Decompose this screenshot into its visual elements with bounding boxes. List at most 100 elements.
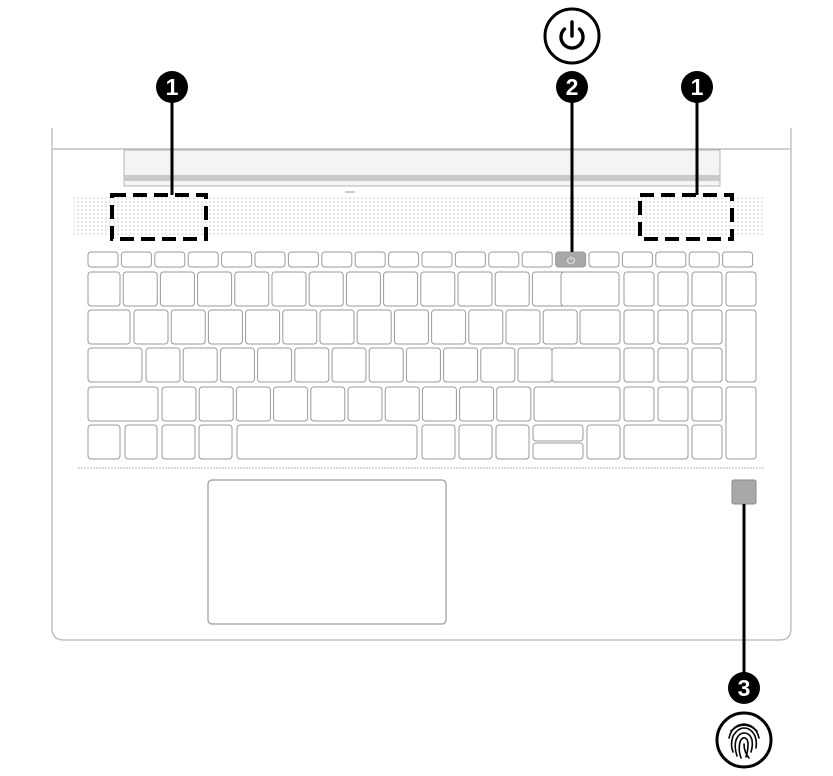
key[interactable] <box>480 347 516 383</box>
key[interactable] <box>517 347 553 383</box>
key[interactable] <box>182 347 218 383</box>
numpad-key[interactable] <box>691 347 723 383</box>
key[interactable] <box>542 309 578 345</box>
key[interactable] <box>310 386 346 422</box>
touchpad[interactable] <box>207 479 447 625</box>
key[interactable] <box>273 386 309 422</box>
key[interactable] <box>345 271 381 307</box>
function-key[interactable] <box>321 251 353 268</box>
key[interactable] <box>122 271 158 307</box>
key[interactable] <box>505 309 541 345</box>
function-key[interactable] <box>254 251 286 268</box>
enter-key[interactable] <box>551 347 621 383</box>
fn-key[interactable] <box>124 424 158 460</box>
key[interactable] <box>331 347 367 383</box>
key[interactable] <box>405 347 441 383</box>
key[interactable] <box>133 309 169 345</box>
key[interactable] <box>219 347 255 383</box>
numpad-key[interactable] <box>691 309 723 345</box>
key[interactable] <box>197 271 233 307</box>
key[interactable] <box>431 309 467 345</box>
function-key[interactable] <box>655 251 687 268</box>
key[interactable] <box>235 386 271 422</box>
caps-lock-key[interactable] <box>87 347 143 383</box>
key[interactable] <box>87 271 121 307</box>
function-key[interactable] <box>454 251 486 268</box>
key[interactable] <box>459 386 495 422</box>
fingerprint-sensor[interactable] <box>731 479 757 505</box>
key[interactable] <box>145 347 181 383</box>
key[interactable] <box>579 309 621 345</box>
key[interactable] <box>161 386 197 422</box>
key[interactable] <box>494 271 530 307</box>
key[interactable] <box>468 309 504 345</box>
key[interactable] <box>457 271 493 307</box>
key[interactable] <box>170 309 206 345</box>
key[interactable] <box>319 309 355 345</box>
numpad-key[interactable] <box>623 309 655 345</box>
key[interactable] <box>443 347 479 383</box>
function-key[interactable] <box>187 251 219 268</box>
numpad-key[interactable] <box>657 386 689 422</box>
spacebar[interactable] <box>236 424 418 460</box>
arrow-down-key[interactable] <box>532 442 584 460</box>
function-key[interactable] <box>488 251 520 268</box>
numpad-key[interactable] <box>657 309 689 345</box>
key[interactable] <box>257 347 293 383</box>
function-key[interactable] <box>588 251 620 268</box>
function-key[interactable] <box>722 251 754 268</box>
function-key[interactable] <box>87 251 119 268</box>
function-key[interactable] <box>120 251 152 268</box>
key[interactable] <box>308 271 344 307</box>
function-key[interactable] <box>621 251 653 268</box>
key[interactable] <box>207 309 243 345</box>
key[interactable] <box>347 386 383 422</box>
numpad-key[interactable] <box>725 271 757 307</box>
function-key[interactable] <box>421 251 453 268</box>
function-key[interactable] <box>221 251 253 268</box>
alt-gr-key[interactable] <box>421 424 456 460</box>
numpad-key[interactable] <box>691 424 723 460</box>
alt-key[interactable] <box>198 424 233 460</box>
key[interactable] <box>159 271 195 307</box>
key[interactable] <box>393 309 429 345</box>
arrow-right-key[interactable] <box>586 424 621 460</box>
numpad-enter-key[interactable] <box>725 386 757 460</box>
function-key[interactable] <box>287 251 319 268</box>
function-key[interactable] <box>354 251 386 268</box>
numpad-plus-key[interactable] <box>725 309 757 383</box>
function-key[interactable] <box>521 251 553 268</box>
key[interactable] <box>496 386 532 422</box>
key[interactable] <box>383 271 419 307</box>
function-key[interactable] <box>388 251 420 268</box>
ctrl-key-right[interactable] <box>458 424 493 460</box>
numpad-zero-key[interactable] <box>623 424 689 460</box>
key[interactable] <box>356 309 392 345</box>
arrow-left-key[interactable] <box>495 424 530 460</box>
key[interactable] <box>234 271 270 307</box>
arrow-up-key[interactable] <box>532 424 584 442</box>
numpad-key[interactable] <box>657 347 689 383</box>
key[interactable] <box>384 386 420 422</box>
key[interactable] <box>271 271 307 307</box>
key[interactable] <box>368 347 404 383</box>
windows-key[interactable] <box>161 424 196 460</box>
numpad-key[interactable] <box>691 386 723 422</box>
right-shift-key[interactable] <box>533 386 621 422</box>
numpad-key[interactable] <box>691 271 723 307</box>
numpad-key[interactable] <box>657 271 689 307</box>
key[interactable] <box>282 309 318 345</box>
numpad-key[interactable] <box>623 347 655 383</box>
numpad-key[interactable] <box>623 386 655 422</box>
ctrl-key[interactable] <box>87 424 121 460</box>
function-key[interactable] <box>154 251 186 268</box>
key[interactable] <box>421 386 457 422</box>
key[interactable] <box>294 347 330 383</box>
function-key[interactable] <box>688 251 720 268</box>
tab-key[interactable] <box>87 309 131 345</box>
key[interactable] <box>245 309 281 345</box>
left-shift-key[interactable] <box>87 386 159 422</box>
key[interactable] <box>198 386 234 422</box>
numpad-key[interactable] <box>623 271 655 307</box>
key[interactable] <box>420 271 456 307</box>
